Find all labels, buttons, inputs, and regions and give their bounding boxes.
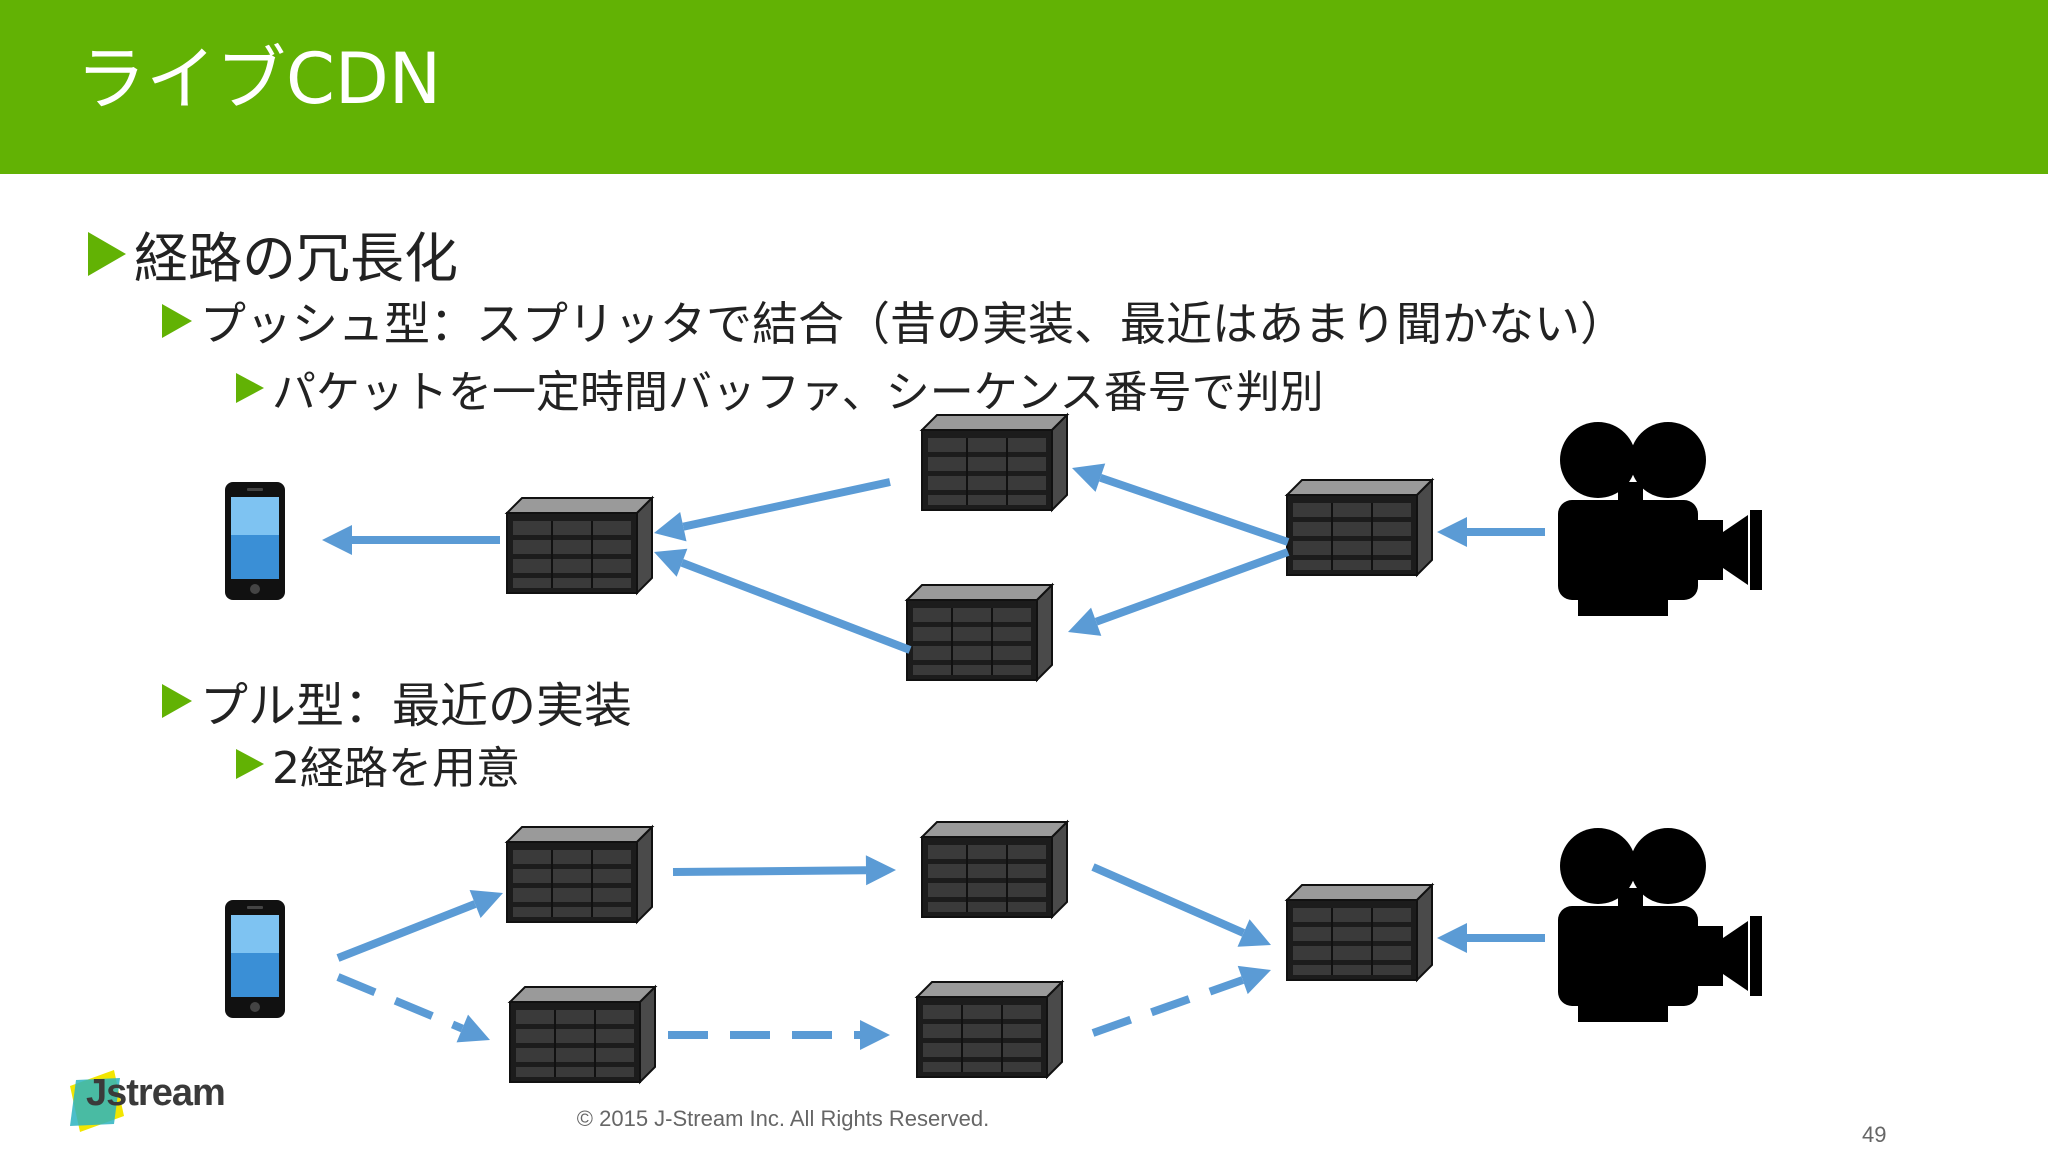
bullet-text: プル型：最近の実装 <box>200 678 633 734</box>
edge-server-lower-icon <box>509 986 656 1083</box>
relay-server-upper-icon <box>921 821 1068 918</box>
bullet-text: パケットを一定時間バッファ、シーケンス番号で判別 <box>272 367 1324 418</box>
arrow-head <box>1237 965 1271 995</box>
video-camera-icon <box>1558 828 1762 1022</box>
arrow-shaft <box>680 558 912 654</box>
arrow-head <box>1072 463 1106 492</box>
edge-server-upper-icon <box>506 826 653 923</box>
arrow-shaft <box>1094 548 1290 626</box>
bullet-push-type: プッシュ型：スプリッタで結合（昔の実装、最近はあまり聞かない） <box>162 288 1626 354</box>
arrow-shaft <box>1091 976 1245 1037</box>
origin-server-icon <box>1286 884 1433 981</box>
jstream-logo-mark <box>70 1070 124 1132</box>
video-camera-icon <box>1558 422 1762 616</box>
arrow-head <box>865 855 896 886</box>
push-diagram <box>225 414 1762 681</box>
flow-arrow <box>1437 517 1545 547</box>
arrow-head <box>469 890 503 918</box>
slide-title: ライブCDN <box>76 38 442 120</box>
bullet-pull-detail: 2経路を用意 <box>236 732 520 796</box>
flow-arrow <box>336 890 503 962</box>
bullet-text: 経路の冗長化 <box>134 227 458 290</box>
arrow-shaft <box>336 973 464 1033</box>
bullet-triangle-icon <box>88 231 126 276</box>
bullet-triangle-icon <box>162 304 192 338</box>
relay-server-upper-icon <box>921 414 1068 511</box>
flow-arrow <box>1437 923 1545 953</box>
flow-arrows <box>322 463 1545 1050</box>
flow-arrow <box>654 478 891 542</box>
arrow-head <box>1437 923 1467 953</box>
flow-arrow <box>672 855 896 886</box>
dashed-flow-arrow <box>668 1020 890 1050</box>
arrow-shaft <box>682 478 891 531</box>
flow-arrow <box>1068 548 1290 636</box>
smartphone-icon <box>225 900 285 1018</box>
page-number: 49 <box>1862 1122 1887 1147</box>
bullet-triangle-icon <box>236 373 264 403</box>
arrow-head <box>1437 517 1467 547</box>
arrow-head <box>456 1014 490 1043</box>
arrow-head <box>860 1020 890 1050</box>
arrow-shaft <box>1091 863 1246 937</box>
bullet-triangle-icon <box>162 684 192 718</box>
arrow-shaft <box>1099 473 1290 546</box>
origin-server-icon <box>1286 479 1433 576</box>
bullet-text: プッシュ型：スプリッタで結合（昔の実装、最近はあまり聞かない） <box>200 297 1626 351</box>
flow-arrow <box>322 525 500 555</box>
flow-arrow <box>1091 863 1271 947</box>
arrow-head <box>654 548 688 577</box>
bullet-text: 2経路を用意 <box>272 743 520 794</box>
dashed-flow-arrow <box>336 973 490 1043</box>
arrow-head <box>1068 607 1102 636</box>
flow-arrow <box>1072 463 1290 546</box>
bullet-triangle-icon <box>236 749 264 779</box>
relay-server-lower-icon <box>916 981 1063 1078</box>
bullet-route-redundancy: 経路の冗長化 <box>88 214 458 293</box>
logo-text: Jstream <box>86 1072 226 1114</box>
arrow-shaft <box>672 866 867 876</box>
arrow-head <box>654 512 687 542</box>
copyright-text: © 2015 J-Stream Inc. All Rights Reserved… <box>576 1106 990 1131</box>
arrow-head <box>322 525 352 555</box>
arrow-shaft <box>336 900 477 962</box>
relay-server-lower-icon <box>906 584 1053 681</box>
smartphone-icon <box>225 482 285 600</box>
jstream-logo: Jstream <box>62 1066 226 1136</box>
arrow-head <box>1237 919 1271 947</box>
edge-server-icon <box>506 497 653 594</box>
dashed-flow-arrow <box>1091 965 1271 1037</box>
bullet-pull-type: プル型：最近の実装 <box>162 666 632 736</box>
pull-diagram <box>225 821 1762 1083</box>
title-bar: ライブCDN <box>0 0 2048 174</box>
bullet-push-detail: パケットを一定時間バッファ、シーケンス番号で判別 <box>236 356 1324 420</box>
flow-arrow <box>654 548 912 654</box>
